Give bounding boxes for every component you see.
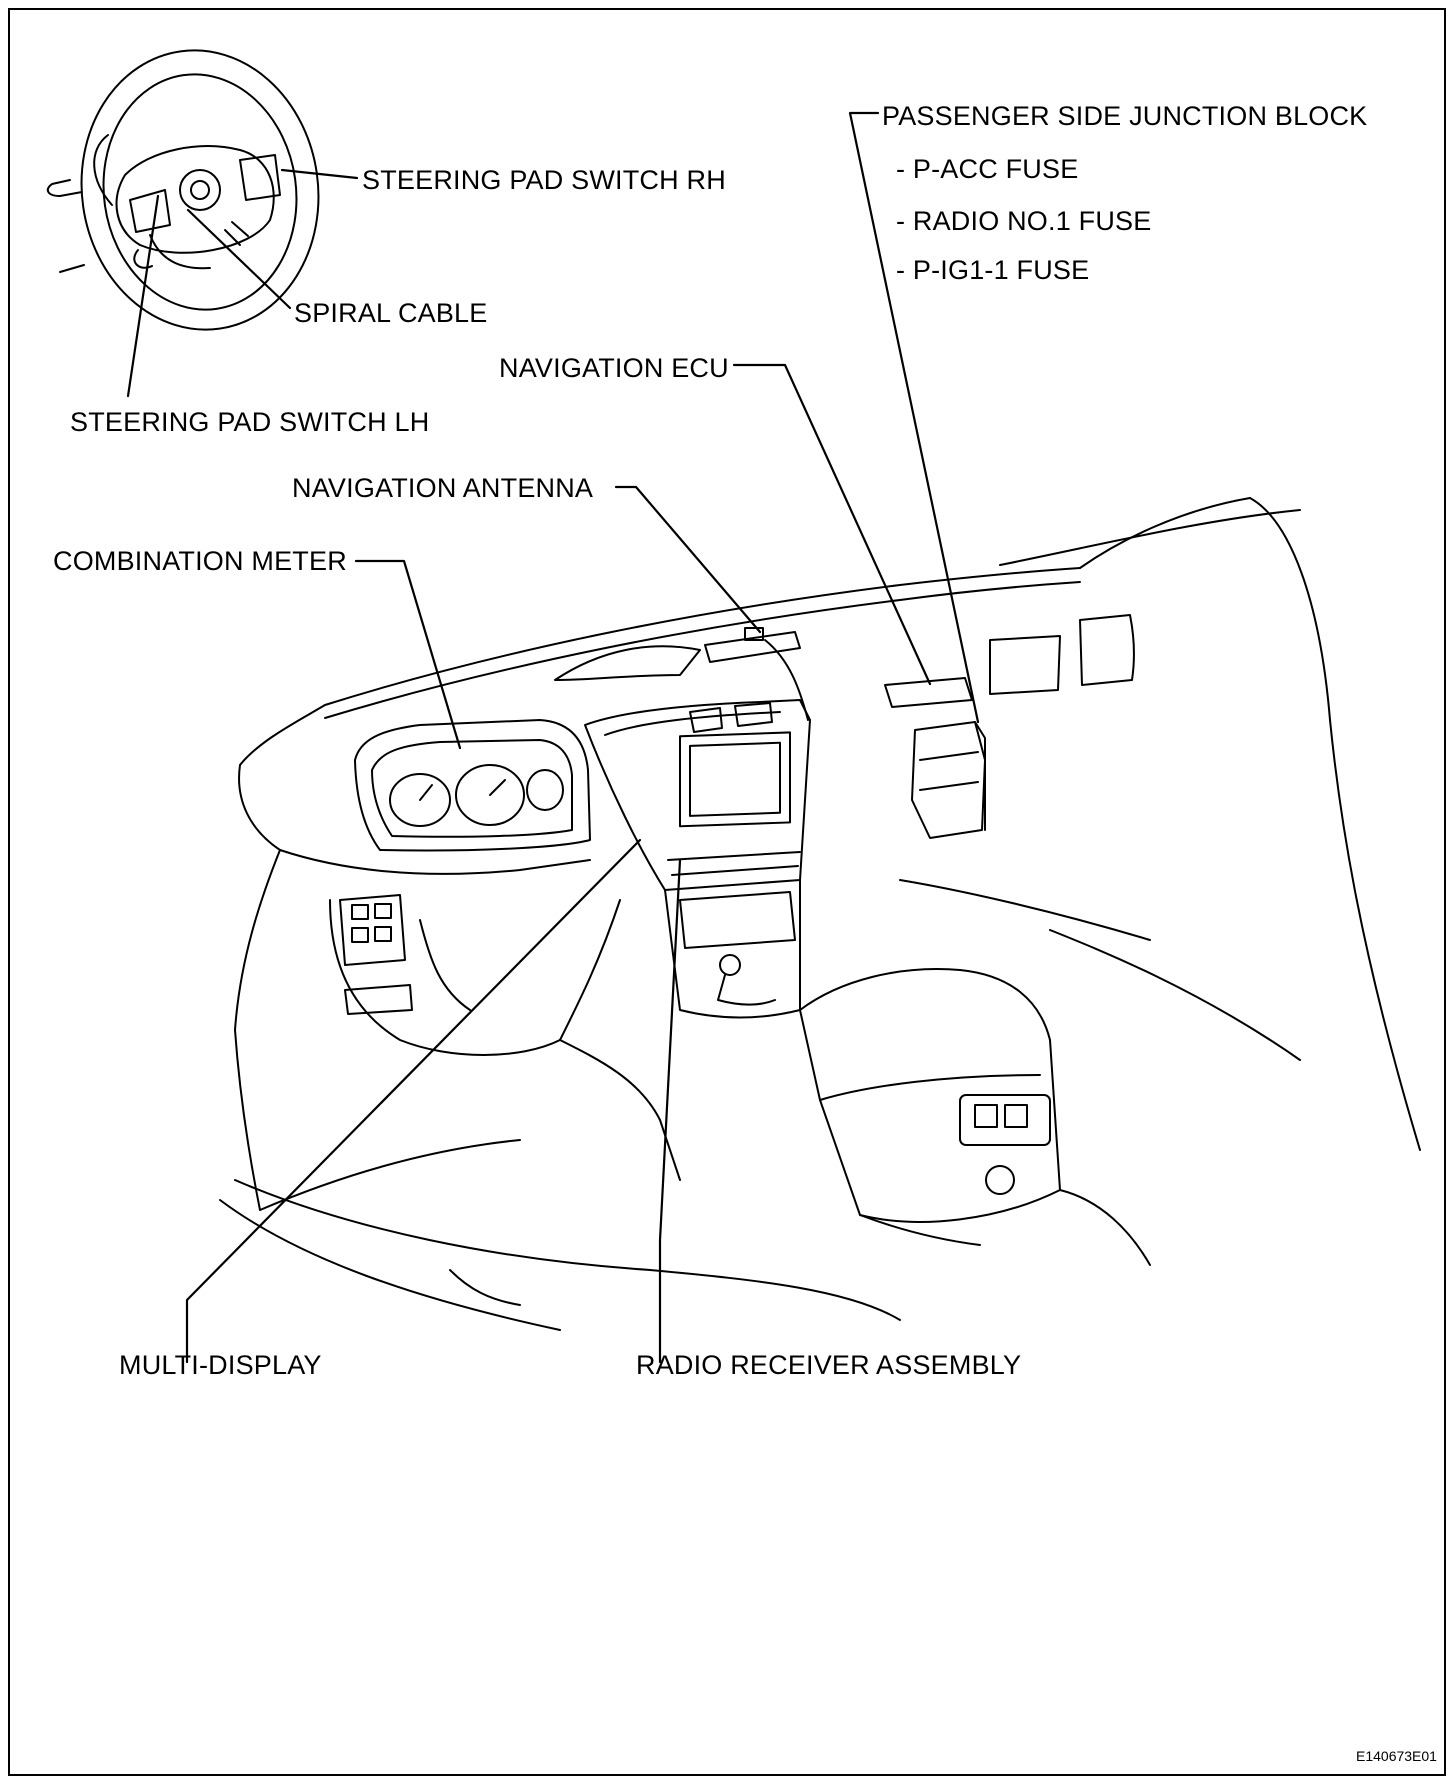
label-fuse-radio-no1: - RADIO NO.1 FUSE xyxy=(896,206,1152,236)
figure-code: E140673E01 xyxy=(1356,1748,1437,1764)
label-steering-pad-switch-lh: STEERING PAD SWITCH LH xyxy=(70,407,430,437)
diagram-frame xyxy=(8,8,1446,1776)
label-radio-receiver-assembly: RADIO RECEIVER ASSEMBLY xyxy=(636,1350,1022,1380)
label-combination-meter: COMBINATION METER xyxy=(53,546,347,576)
label-navigation-ecu: NAVIGATION ECU xyxy=(499,353,729,383)
navigation-ecu-drawing xyxy=(884,677,973,708)
label-passenger-side-junction-block: PASSENGER SIDE JUNCTION BLOCK xyxy=(882,101,1368,131)
label-multi-display: MULTI-DISPLAY xyxy=(119,1350,322,1380)
junction-block-drawing xyxy=(911,721,986,839)
label-navigation-antenna: NAVIGATION ANTENNA xyxy=(292,473,594,503)
leader-lines xyxy=(126,111,980,1364)
label-fuse-p-acc: - P-ACC FUSE xyxy=(896,154,1079,184)
label-fuse-p-ig1-1: - P-IG1-1 FUSE xyxy=(896,255,1090,285)
label-spiral-cable: SPIRAL CABLE xyxy=(294,298,488,328)
dashboard-drawing xyxy=(219,497,1421,1331)
steering-wheel-drawing xyxy=(46,49,320,331)
label-steering-pad-switch-rh: STEERING PAD SWITCH RH xyxy=(362,165,726,195)
navigation-antenna-drawing xyxy=(704,627,809,721)
